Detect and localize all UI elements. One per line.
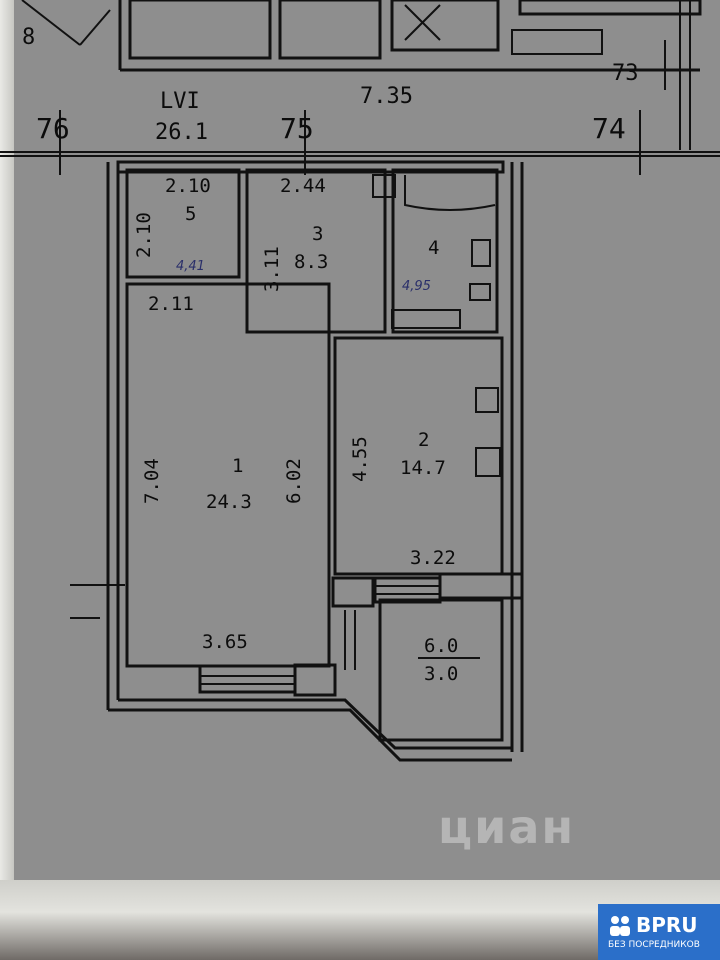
room-5-number: 5 [185, 203, 196, 225]
watermark-logo: циан [438, 800, 575, 854]
room-3-area: 8.3 [294, 251, 328, 273]
dim-3-22: 3.22 [410, 547, 456, 569]
axis-label-74: 74 [592, 112, 626, 145]
people-icon [610, 916, 630, 936]
dim-3-11: 3.11 [261, 246, 283, 292]
dim-2-10-side: 2.10 [133, 212, 155, 258]
floor-plan-sheet [14, 0, 720, 900]
section-area: 26.1 [155, 120, 208, 145]
room-1-number: 1 [232, 455, 243, 477]
room-1-area: 24.3 [206, 491, 252, 513]
badge-subtitle: БЕЗ ПОСРЕДНИКОВ [608, 940, 700, 950]
dim-3-65: 3.65 [202, 631, 248, 653]
room-4-number: 4 [428, 237, 439, 259]
axis-label-76: 76 [36, 112, 70, 145]
room-4-handwritten-area: 4,95 [402, 279, 431, 294]
dim-6-02: 6.02 [283, 458, 305, 504]
room-3-number: 3 [312, 223, 323, 245]
dim-2-11: 2.11 [148, 293, 194, 315]
balcony-area-bottom: 3.0 [424, 663, 458, 685]
balcony-area-top: 6.0 [424, 635, 458, 657]
bpru-badge: BPRU БЕЗ ПОСРЕДНИКОВ [598, 904, 720, 960]
dim-7-04: 7.04 [141, 458, 163, 504]
axis-label-75: 75 [280, 112, 314, 145]
watermark-text: циан [438, 800, 576, 854]
section-code: LVI [160, 89, 200, 114]
top-dimension: 7.35 [360, 84, 413, 109]
dim-2-44: 2.44 [280, 175, 326, 197]
axis-label-top-left: 8 [22, 25, 35, 50]
room-2-number: 2 [418, 429, 429, 451]
badge-title: BPRU [636, 913, 698, 937]
room-5-handwritten-area: 4,41 [176, 259, 205, 274]
dim-4-55: 4.55 [349, 436, 371, 482]
axis-label-top-right: 73 [612, 61, 639, 86]
axis-line [0, 40, 720, 175]
room-2-area: 14.7 [400, 457, 446, 479]
neighbour-walls-top [21, 0, 702, 150]
apartment-walls [70, 160, 524, 762]
dim-2-10-top: 2.10 [165, 175, 211, 197]
